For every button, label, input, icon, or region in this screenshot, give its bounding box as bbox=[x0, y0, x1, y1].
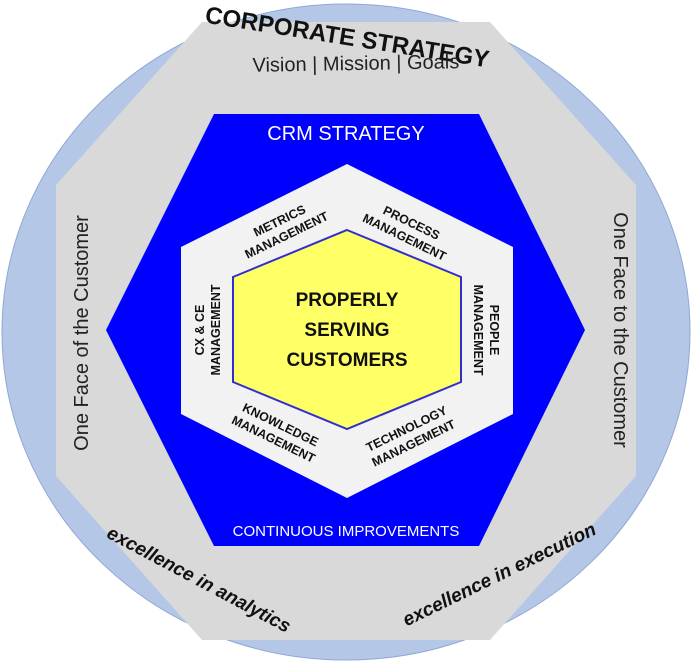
people-line-1: PEOPLE bbox=[487, 305, 501, 356]
cx-ce-line-2: MANAGEMENT bbox=[209, 284, 223, 375]
people-line-2: MANAGEMENT bbox=[471, 285, 485, 376]
core-hexagon bbox=[232, 228, 462, 431]
crm-strategy-title: CRM STRATEGY bbox=[267, 123, 424, 145]
cx-ce-management-label: CX & CE MANAGEMENT bbox=[193, 284, 223, 375]
cx-ce-line-1: CX & CE bbox=[193, 305, 207, 356]
core-label: PROPERLY SERVING CUSTOMERS bbox=[286, 290, 407, 371]
corporate-strategy-subtitle: Vision | Mission | Goals bbox=[252, 51, 459, 77]
continuous-improvements-label: CONTINUOUS IMPROVEMENTS bbox=[233, 523, 460, 540]
core-line-1: PROPERLY bbox=[296, 290, 399, 311]
one-face-of-customer-label: One Face of the Customer bbox=[71, 215, 93, 451]
one-face-to-customer-label: One Face to the Customer bbox=[609, 212, 631, 448]
core-line-3: CUSTOMERS bbox=[286, 350, 407, 371]
core-line-2: SERVING bbox=[304, 320, 389, 341]
people-management-label: PEOPLE MANAGEMENT bbox=[471, 285, 501, 376]
